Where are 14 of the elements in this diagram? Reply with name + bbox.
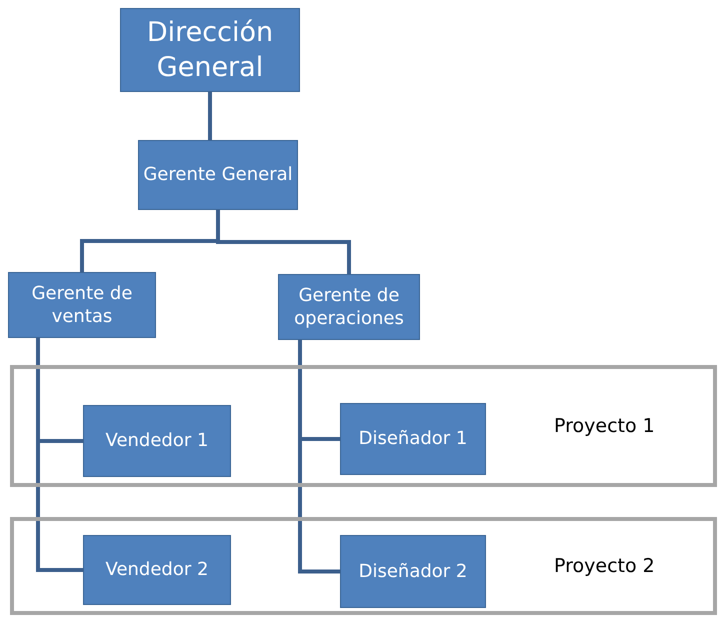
org-box: Gerente de operaciones xyxy=(278,274,420,340)
org-box: Gerente de ventas xyxy=(8,272,156,338)
org-box: Dirección General xyxy=(120,8,300,92)
org-box: Diseñador 2 xyxy=(340,535,486,608)
org-box: Vendedor 2 xyxy=(83,535,231,605)
project-band xyxy=(10,365,717,487)
connector-line xyxy=(216,210,351,274)
project-band xyxy=(10,517,717,615)
connector-line xyxy=(208,92,212,140)
org-box: Vendedor 1 xyxy=(83,405,231,477)
org-box: Diseñador 1 xyxy=(340,403,486,475)
project-label: Proyecto 2 xyxy=(554,555,655,577)
project-label: Proyecto 1 xyxy=(554,415,655,437)
org-box: Gerente General xyxy=(138,140,298,210)
